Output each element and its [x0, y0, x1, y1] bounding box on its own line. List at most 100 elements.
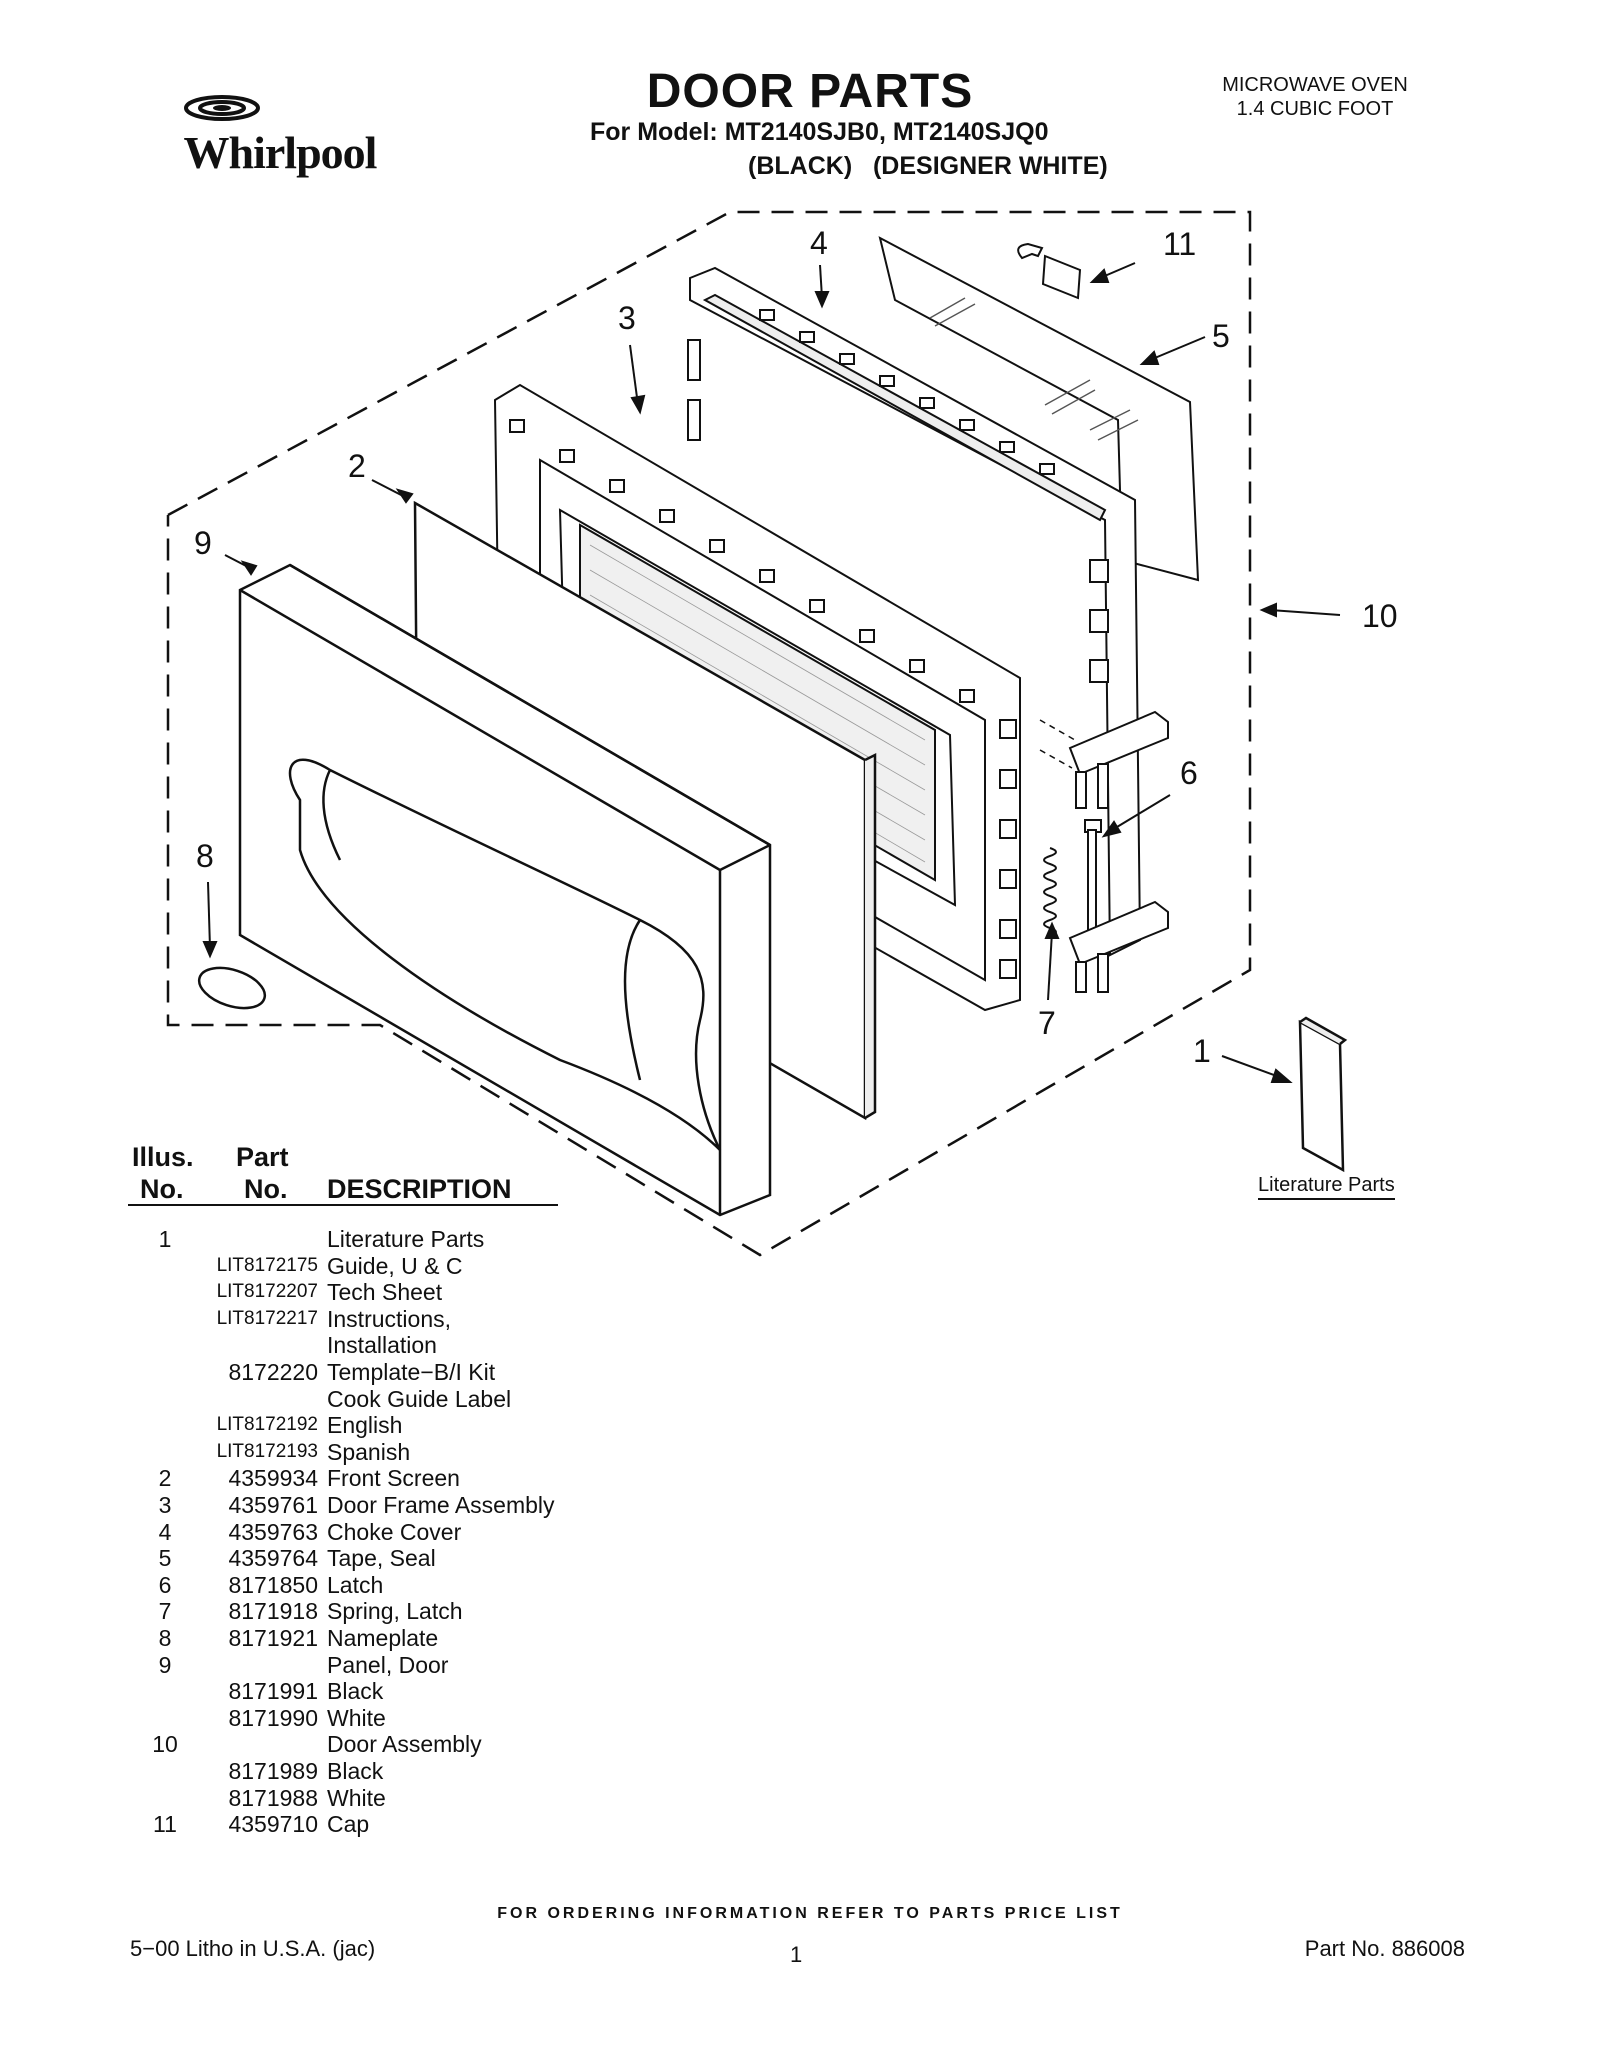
illus-number: 11: [153, 1811, 177, 1838]
header-illus-2: No.: [140, 1174, 184, 1204]
part-number: 4359761: [228, 1492, 318, 1518]
table-row: LIT8172193 Spanish: [0, 1439, 700, 1465]
brand-name: Whirlpool: [183, 127, 378, 178]
callout-4: 4: [810, 225, 828, 261]
illus-number: 8: [158, 1625, 172, 1651]
table-row: 3 4359761 Door Frame Assembly: [0, 1492, 700, 1518]
illus-number: 3: [158, 1492, 172, 1518]
part-description: Template−B/I Kit: [327, 1359, 496, 1385]
part-description: Black: [327, 1758, 384, 1784]
header-description: DESCRIPTION: [327, 1174, 512, 1204]
part-description: Nameplate: [327, 1625, 439, 1651]
swirl-icon: [184, 95, 260, 121]
part-number: 8171991: [228, 1678, 318, 1705]
part-choke-cover: [687, 266, 1142, 957]
table-row: LIT8172192 English: [0, 1412, 700, 1438]
part-cap: [1017, 242, 1082, 300]
callout-8: 8: [196, 838, 214, 874]
part-description: Panel, Door: [327, 1651, 449, 1678]
table-row: LIT8172207 Tech Sheet: [0, 1279, 700, 1305]
model-colors: (BLACK) (DESIGNER WHITE): [748, 152, 1108, 180]
part-number: LIT8172207: [216, 1281, 318, 1303]
part-description: Cap: [327, 1811, 370, 1838]
callout-11: 11: [1163, 226, 1197, 262]
table-row: 8171989 Black: [0, 1758, 700, 1784]
part-description: Choke Cover: [327, 1518, 462, 1545]
illus-number: 1: [158, 1226, 172, 1252]
part-number: 8171921: [228, 1625, 318, 1651]
header-part-2: No.: [244, 1174, 288, 1204]
part-door-panel: [238, 563, 772, 1217]
table-row: 7 8171918 Spring, Latch: [0, 1598, 700, 1624]
illus-number: 4: [158, 1518, 172, 1545]
callout-5: 5: [1212, 318, 1230, 354]
part-spring-latch: [1043, 847, 1057, 937]
part-number: 8171918: [228, 1598, 318, 1625]
part-description: Door Frame Assembly: [327, 1492, 555, 1518]
part-number: LIT8172193: [216, 1440, 318, 1462]
page-title: DOOR PARTS: [646, 65, 974, 118]
part-description: Spring, Latch: [327, 1598, 463, 1625]
part-description: Tech Sheet: [327, 1279, 443, 1306]
table-row: 8172220 Template−B/I Kit: [0, 1359, 700, 1385]
header-part-1: Part: [236, 1142, 289, 1172]
part-latch: [1068, 710, 1169, 993]
part-number: 8172220: [228, 1359, 318, 1385]
part-number: 8171990: [228, 1704, 318, 1731]
illus-number: 9: [158, 1651, 172, 1678]
callout-leaders: [202, 262, 1341, 1083]
illus-number: 7: [158, 1598, 172, 1625]
ordering-note: FOR ORDERING INFORMATION REFER TO PARTS …: [497, 1905, 1123, 1922]
part-number: 8171989: [228, 1758, 318, 1784]
part-description: Cook Guide Label: [327, 1385, 512, 1412]
callout-7: 7: [1038, 1005, 1056, 1041]
document-part-number: Part No. 886008: [1304, 1936, 1465, 1961]
part-number: 4359934: [228, 1465, 318, 1492]
table-row: Cook Guide Label: [0, 1386, 700, 1412]
table-row: Installation: [0, 1332, 700, 1358]
part-number: 8171850: [228, 1571, 318, 1598]
part-description: Tape, Seal: [327, 1545, 436, 1572]
illus-number: 5: [158, 1545, 172, 1572]
product-type: MICROWAVE OVEN: [1222, 74, 1408, 96]
table-row: 9 Panel, Door: [0, 1652, 700, 1678]
part-number: LIT8172175: [216, 1254, 318, 1276]
page-number: 1: [790, 1942, 803, 1967]
model-line: For Model: MT2140SJB0, MT2140SJQ0: [590, 118, 1049, 146]
table-row: 8171990 White: [0, 1705, 700, 1731]
callout-10: 10: [1362, 598, 1398, 634]
table-row: 11 4359710 Cap: [0, 1811, 700, 1837]
part-description: English: [327, 1412, 403, 1439]
part-description: Installation: [327, 1332, 437, 1359]
part-literature: [1298, 1016, 1348, 1173]
part-description: Latch: [327, 1571, 384, 1598]
part-number: 8171988: [228, 1784, 318, 1811]
part-number: 4359763: [228, 1518, 318, 1545]
door-assembly-boundary: [166, 210, 1252, 1257]
illus-number: 2: [158, 1465, 172, 1492]
whirlpool-logo: Whirlpool: [160, 88, 400, 198]
part-description: White: [327, 1704, 386, 1731]
part-number: 4359710: [228, 1811, 318, 1838]
part-nameplate: [197, 966, 267, 1010]
illus-number: 10: [152, 1731, 178, 1758]
callout-1: 1: [1193, 1033, 1211, 1069]
callout-6: 6: [1180, 755, 1198, 791]
product-capacity: 1.4 CUBIC FOOT: [1236, 98, 1394, 120]
litho-line: 5−00 Litho in U.S.A. (jac): [130, 1936, 376, 1961]
literature-parts-label: Literature Parts: [1258, 1174, 1395, 1200]
header-illus-1: Illus.: [132, 1142, 194, 1172]
table-row: 4 4359763 Choke Cover: [0, 1519, 700, 1545]
part-number: LIT8172192: [216, 1414, 318, 1436]
part-description: Spanish: [327, 1438, 411, 1465]
callout-2: 2: [348, 448, 366, 484]
